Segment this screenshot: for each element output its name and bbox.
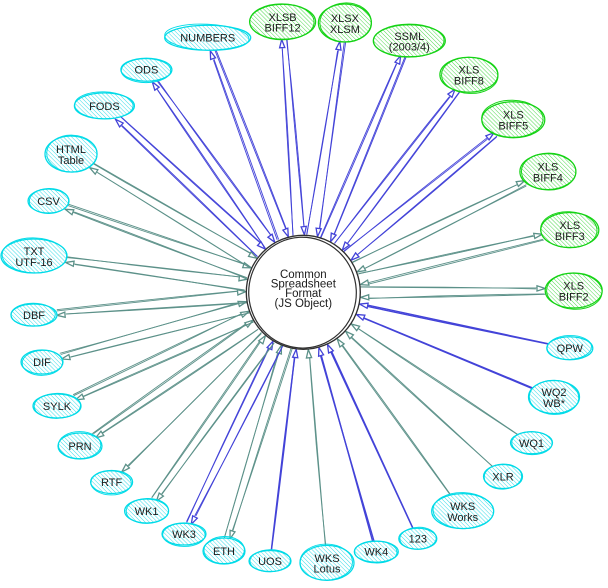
svg-text:NUMBERS: NUMBERS <box>180 33 235 45</box>
svg-text:XLSM: XLSM <box>330 24 360 36</box>
svg-text:WB*: WB* <box>543 398 566 410</box>
svg-text:WQ1: WQ1 <box>519 438 544 450</box>
svg-text:TXT: TXT <box>24 246 45 258</box>
svg-text:XLS: XLS <box>559 220 580 232</box>
svg-text:ODS: ODS <box>134 65 158 77</box>
svg-text:Works: Works <box>447 512 478 524</box>
svg-text:(2003/4): (2003/4) <box>389 42 430 54</box>
svg-text:XLS: XLS <box>563 281 584 293</box>
svg-text:Table: Table <box>58 155 84 167</box>
svg-text:QPW: QPW <box>557 343 584 355</box>
svg-text:Lotus: Lotus <box>314 564 341 576</box>
svg-text:DBF: DBF <box>23 310 45 322</box>
svg-text:WKS: WKS <box>450 501 475 513</box>
svg-text:WK4: WK4 <box>364 547 388 559</box>
svg-text:HTML: HTML <box>56 144 86 156</box>
svg-text:FODS: FODS <box>89 101 120 113</box>
svg-text:SSML: SSML <box>394 31 424 43</box>
svg-text:Common: Common <box>280 269 327 281</box>
svg-text:XLSX: XLSX <box>331 13 360 25</box>
svg-text:Format: Format <box>285 288 322 300</box>
svg-text:XLS: XLS <box>459 65 480 77</box>
svg-text:BIFF8: BIFF8 <box>454 76 484 88</box>
svg-text:SYLK: SYLK <box>43 401 72 413</box>
svg-text:Spreadsheet: Spreadsheet <box>271 279 337 291</box>
svg-text:ETH: ETH <box>213 546 235 558</box>
svg-text:XLS: XLS <box>538 162 559 174</box>
svg-text:BIFF12: BIFF12 <box>265 23 301 35</box>
svg-text:UOS: UOS <box>258 556 282 568</box>
svg-text:123: 123 <box>409 534 427 546</box>
svg-text:BIFF3: BIFF3 <box>555 231 585 243</box>
svg-text:UTF-16: UTF-16 <box>15 257 52 269</box>
svg-text:BIFF4: BIFF4 <box>533 172 563 184</box>
svg-text:XLSB: XLSB <box>269 12 297 24</box>
svg-text:WK1: WK1 <box>135 506 159 518</box>
svg-text:RTF: RTF <box>101 477 122 489</box>
svg-text:PRN: PRN <box>68 441 91 453</box>
svg-text:CSV: CSV <box>37 196 60 208</box>
svg-text:WKS: WKS <box>314 553 339 565</box>
svg-text:XLR: XLR <box>492 472 513 484</box>
svg-text:(JS Object): (JS Object) <box>275 298 333 310</box>
svg-text:WQ2: WQ2 <box>541 387 566 399</box>
svg-text:DIF: DIF <box>33 357 51 369</box>
svg-text:BIFF2: BIFF2 <box>559 291 589 303</box>
svg-text:BIFF5: BIFF5 <box>498 121 528 133</box>
svg-text:XLS: XLS <box>503 110 524 122</box>
svg-text:WK3: WK3 <box>172 529 196 541</box>
